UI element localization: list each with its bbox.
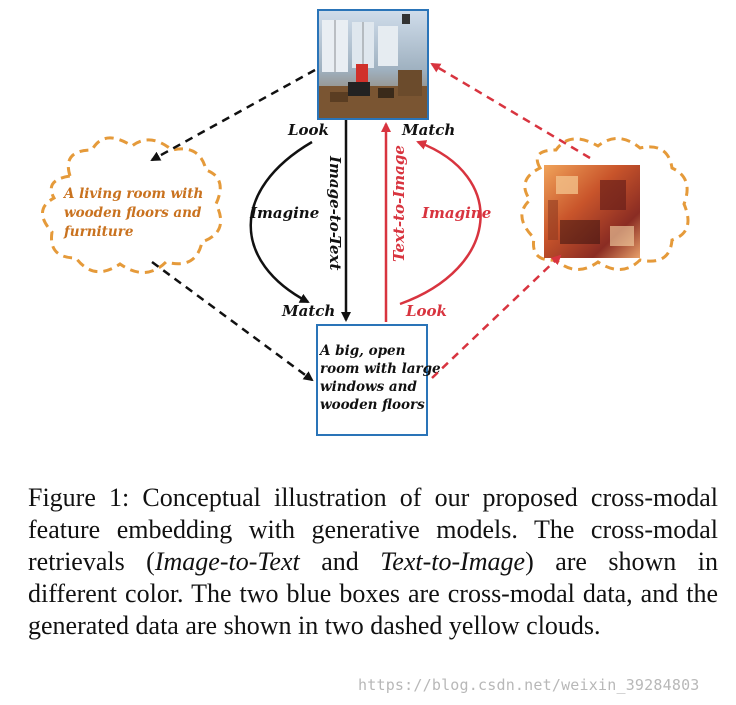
text-box-line: wooden floors bbox=[320, 397, 425, 413]
caption-suffix: ) are shown in different color. The two … bbox=[28, 547, 718, 640]
watermark: https://blog.csdn.net/weixin_39284803 bbox=[358, 676, 700, 694]
cloud-text-line: wooden floors and bbox=[64, 205, 202, 221]
diagram: A big, open room with large windows and … bbox=[41, 9, 690, 436]
generated-image bbox=[544, 165, 640, 258]
label-look-left: Look bbox=[287, 121, 329, 139]
label-look-right: Look bbox=[405, 302, 447, 320]
text-box-line: room with large bbox=[320, 361, 441, 377]
generated-text-cloud: A living room with wooden floors and fur… bbox=[41, 136, 223, 274]
label-match-left: Match bbox=[281, 302, 335, 320]
caption-text-to-image: Text-to-Image bbox=[380, 547, 526, 576]
figure-caption: Figure 1: Conceptual illustration of our… bbox=[28, 482, 718, 642]
label-imagine-right: Imagine bbox=[421, 204, 491, 222]
label-text-to-image: Text-to-Image bbox=[390, 145, 408, 262]
generated-image-cloud bbox=[520, 137, 690, 271]
text-box-line: windows and bbox=[320, 379, 417, 395]
label-match-right: Match bbox=[401, 121, 455, 139]
caption-prefix: Figure 1: Conceptual illustration of our… bbox=[28, 483, 718, 576]
caption-mid: and bbox=[299, 547, 381, 576]
text-box-line: A big, open bbox=[318, 343, 405, 359]
query-image bbox=[317, 9, 429, 120]
caption-text-box: A big, open room with large windows and … bbox=[316, 324, 441, 436]
cloud-text-line: furniture bbox=[63, 224, 134, 240]
cloud-text-line: A living room with bbox=[62, 186, 203, 202]
caption-image-to-text: Image-to-Text bbox=[154, 547, 300, 576]
label-image-to-text: Image-to-Text bbox=[326, 155, 344, 270]
label-imagine-left: Imagine bbox=[249, 204, 319, 222]
